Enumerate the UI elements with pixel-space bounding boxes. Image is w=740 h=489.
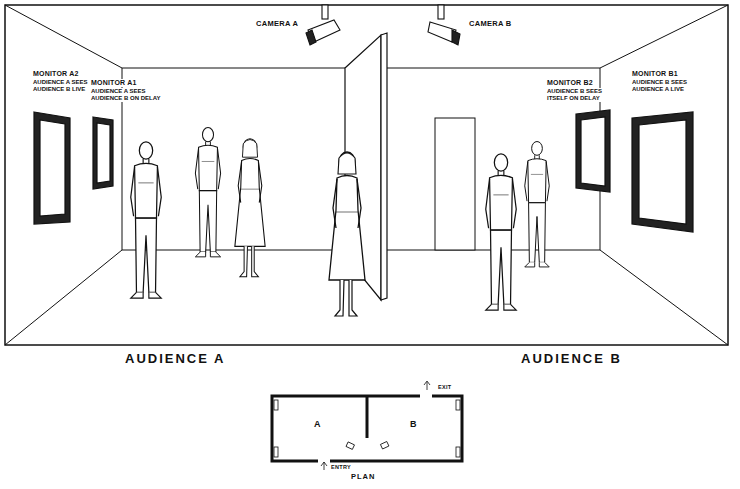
room-letter: A [313, 419, 322, 429]
camera-label: CAMERA B [468, 20, 513, 29]
monitor-caption: AUDIENCE A SEES AUDIENCE B LIVE [32, 79, 98, 93]
monitor-caption: AUDIENCE B SEES AUDIENCE A LIVE [631, 79, 699, 93]
monitor-label: MONITOR B2 [546, 79, 594, 87]
camera-label: CAMERA A [255, 20, 299, 29]
monitor-caption: AUDIENCE A SEES AUDIENCE B ON DELAY [90, 88, 166, 102]
monitor-caption: AUDIENCE B SEES ITSELF ON DELAY [546, 88, 616, 102]
audience-label: AUDIENCE A [124, 352, 226, 367]
monitor-label: MONITOR A2 [32, 70, 80, 78]
monitor-label: MONITOR A1 [90, 79, 138, 87]
plan-note: ENTRY [330, 464, 352, 470]
room-letter: B [409, 419, 418, 429]
plan-note: EXIT [437, 384, 452, 390]
monitor-label: MONITOR B1 [631, 70, 679, 78]
plan-title: PLAN [350, 473, 376, 482]
audience-label: AUDIENCE B [520, 352, 623, 367]
